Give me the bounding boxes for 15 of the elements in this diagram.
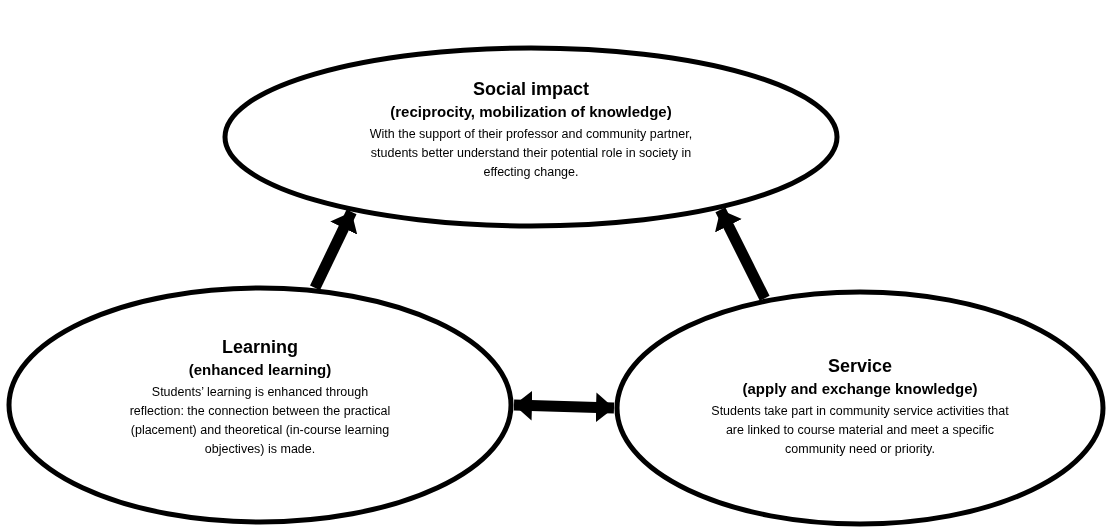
node-description: Students’ learning is enhanced through reflection: the connection between the practical (placement) and theoretical (in-course learning objectives) is made. — [128, 384, 392, 458]
ellipse-node — [6, 285, 514, 525]
node-subheading: (apply and exchange knowledge) — [741, 378, 979, 399]
node-description: With the support of their professor and community partner, students better understand their potential role in society in effecting change. — [368, 125, 694, 181]
block-arrow — [513, 390, 615, 423]
node-subheading: (enhanced learning) — [187, 360, 333, 380]
node-heading: Learning — [221, 336, 299, 359]
block-arrow — [715, 207, 770, 301]
node-subheading: (reciprocity, mobilization of knowledge) — [389, 101, 673, 122]
node-heading: Service — [826, 354, 894, 378]
ellipse-node — [222, 45, 840, 229]
block-arrow — [310, 209, 358, 291]
ellipse-node — [614, 289, 1106, 527]
node-description: Students take part in community service activities that are linked to course material and meet a specific community need or priority. — [710, 402, 1010, 458]
node-heading: Social impact — [471, 77, 590, 101]
